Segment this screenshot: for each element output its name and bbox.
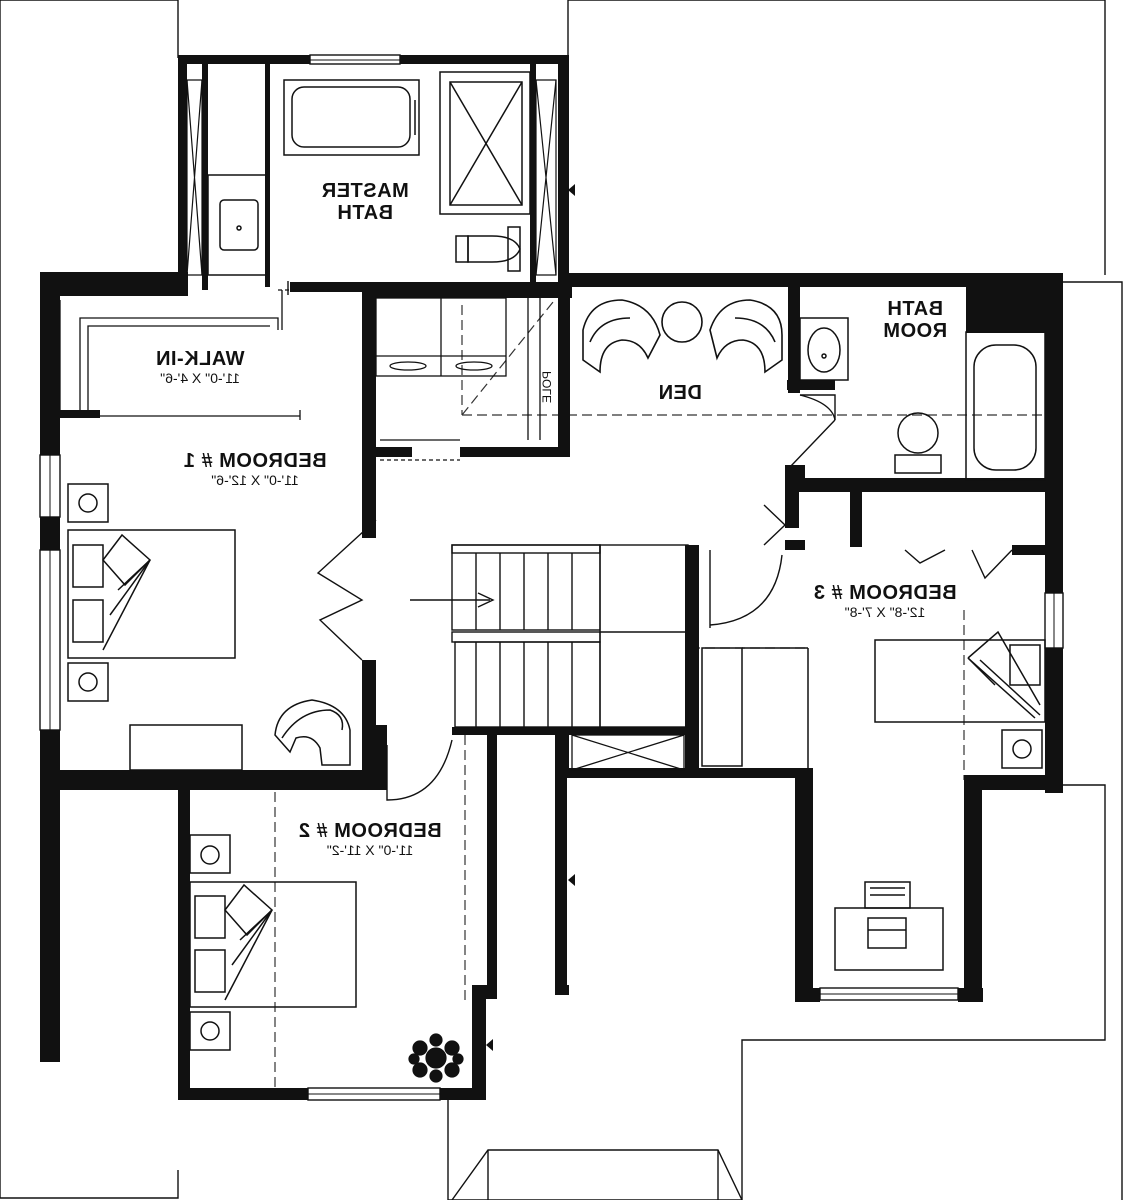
bedroom3-name: BEDROOM # 3 <box>813 582 957 604</box>
bathroom-line1: BATH <box>886 298 944 320</box>
bedroom2-label: BEDROOM # 2 11'-0" X 11'-2" <box>265 820 475 858</box>
plant <box>408 1033 464 1083</box>
vanity <box>375 297 541 461</box>
walk-in-name: WALK-IN <box>155 348 245 370</box>
bathroom-fixtures <box>799 287 1046 481</box>
closet-hatches <box>186 79 557 276</box>
walk-in-dims: 11'-0" X 4'-6" <box>160 370 240 386</box>
bedroom3-furniture <box>701 630 1046 971</box>
bedroom1-name: BEDROOM # 1 <box>183 450 327 472</box>
master-bath-line2: BATH <box>336 202 394 224</box>
den-chairs <box>582 299 783 374</box>
linen-closet <box>571 734 685 771</box>
bedroom1-label: BEDROOM # 1 11'-0" X 12'-6" <box>150 450 360 488</box>
bedroom2-name: BEDROOM # 2 <box>298 820 442 842</box>
bedroom1-furniture <box>67 483 351 771</box>
bedroom2-dims: 11'-0" X 11'-2" <box>326 842 414 858</box>
master-bath-line1: MASTER <box>321 180 409 202</box>
bathroom-line2: ROOM <box>882 320 948 342</box>
master-bath-label: MASTER BATH <box>300 180 430 224</box>
den-label: DEN <box>640 382 720 404</box>
walk-in-label: WALK-IN 11'-0" X 4'-6" <box>110 348 290 386</box>
bedroom3-dims: 12'-8" X 7'-8" <box>844 604 926 620</box>
wall-ticks <box>486 184 575 1051</box>
bedroom1-dims: 11'-0" X 12'-6" <box>211 472 299 488</box>
master-bath-fixtures <box>207 71 531 276</box>
doors <box>287 281 1013 801</box>
bedroom3-label: BEDROOM # 3 12'-8" X 7'-8" <box>780 582 990 620</box>
den-name: DEN <box>658 382 702 404</box>
bathroom-label: BATH ROOM <box>860 298 970 342</box>
pole-label: POLE <box>540 362 554 412</box>
bedroom2-furniture <box>189 834 357 1051</box>
window-lines <box>49 59 1055 1095</box>
stairs <box>410 544 689 728</box>
walk-in-fixtures <box>59 289 330 420</box>
pole-name: POLE <box>540 370 554 403</box>
